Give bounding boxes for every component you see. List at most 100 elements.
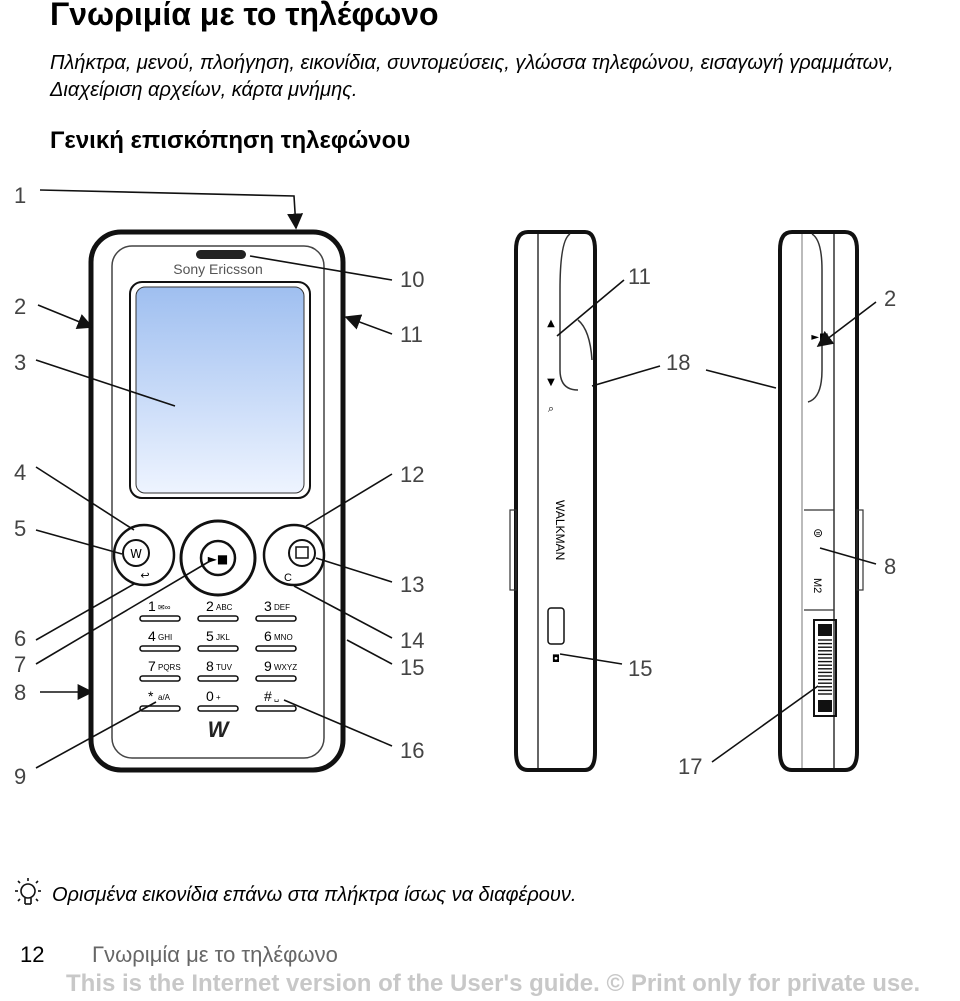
keypad-key: 0+ [197,688,239,712]
key-letters: JKL [216,633,230,642]
key-letters: a/A [158,693,171,702]
front-body [88,229,346,773]
key-bar [197,645,239,652]
key-bar [255,645,297,652]
clear-key-label: C [284,572,292,584]
walkman-key [122,539,150,567]
back-key-icon: ↩ [140,569,149,582]
callout-2b: 2 [884,286,896,311]
key-letters: ␣ [274,693,279,702]
key-digit: 5 [206,628,214,644]
callout-16: 16 [400,738,424,763]
callout-7: 7 [14,652,26,677]
walkman-key-icon: W [130,547,142,561]
activity-menu-icon [295,546,309,559]
leader-5 [35,529,123,555]
side-curve [577,319,593,361]
leader-16 [283,699,393,747]
key-letters: ✉∞ [158,603,171,612]
key-bar [197,615,239,622]
leader-4 [35,466,135,531]
page-number: 12 [20,942,45,967]
side-body-right [778,230,859,772]
phone-side-view-right: ►■ ⊜ M2 [778,230,864,772]
key-bar [139,705,181,712]
leader-12 [305,473,393,527]
key-letters: GHI [158,633,172,642]
navigation-key [179,519,257,597]
leader-11 [344,314,393,335]
brand-logo-text: Sony Ericsson [173,261,262,277]
key-letters: + [216,693,221,702]
callout-17: 17 [678,754,702,779]
key-letters: ABC [216,603,233,612]
callout-15b: 15 [628,656,652,681]
watermark: This is the Internet version of the User… [66,970,921,997]
key-digit: 3 [264,598,272,614]
connector-bottom [818,700,832,712]
leader-11b [556,279,625,337]
activity-menu-key [288,539,316,567]
callout-8: 8 [14,680,26,705]
side-rail-right [856,509,864,591]
leader-2b [816,301,877,347]
callout-2: 2 [14,294,26,319]
key-digit: 4 [148,628,156,644]
page-footer: 12 Γνωριμία με το τηλέφωνο [20,942,338,968]
callout-5: 5 [14,516,26,541]
leader-14 [293,585,393,639]
connector-pins [818,639,832,695]
screen [135,286,305,494]
key-digit: * [148,688,154,704]
keypad-key: * a/A [139,688,181,712]
side-rail-left [509,509,517,591]
footer-section-title: Γνωριμία με το τηλέφωνο [92,942,338,967]
media-key-outline [807,233,823,403]
key-letters: DEF [274,603,290,612]
key-bar [255,675,297,682]
callout-13: 13 [400,572,424,597]
key-letters: MNO [274,633,293,642]
callout-3: 3 [14,350,26,375]
key-digit: # [264,688,272,704]
callout-15: 15 [400,655,424,680]
leader-2 [37,304,94,329]
leader-15b [559,653,623,665]
leader-7 [35,560,211,665]
callout-numbers: 1 2 3 4 5 6 7 8 9 10 11 12 13 14 15 16 1… [14,183,896,789]
play-pause-icon: ►■ [208,552,229,566]
left-selection-key [112,523,176,587]
callout-18: 18 [666,350,690,375]
walkman-logo: W [208,717,231,742]
front-bezel [111,245,325,759]
key-digit: 0 [206,688,214,704]
memory-card-label: M2 [811,578,823,593]
play-pause-side-icon: ►■ [811,332,828,343]
volume-key-outline [559,233,579,391]
volume-up-icon: ▲ [547,318,555,329]
callout-14: 14 [400,628,424,653]
center-select-key [199,539,237,577]
key-digit: 6 [264,628,272,644]
charger-connector [813,619,837,717]
key-letters: TUV [216,663,233,672]
callout-10: 10 [400,267,424,292]
lightbulb-icon [15,878,41,905]
key-digit: 9 [264,658,272,674]
note-text: Ορισμένα εικονίδια επάνω στα πλήκτρα ίσω… [52,884,577,906]
camera-icon: ◘ [552,654,560,665]
leader-8b [819,547,877,565]
connector-top [818,624,832,636]
camera-key [547,607,565,645]
leader-13 [315,557,393,583]
key-bar [255,615,297,622]
